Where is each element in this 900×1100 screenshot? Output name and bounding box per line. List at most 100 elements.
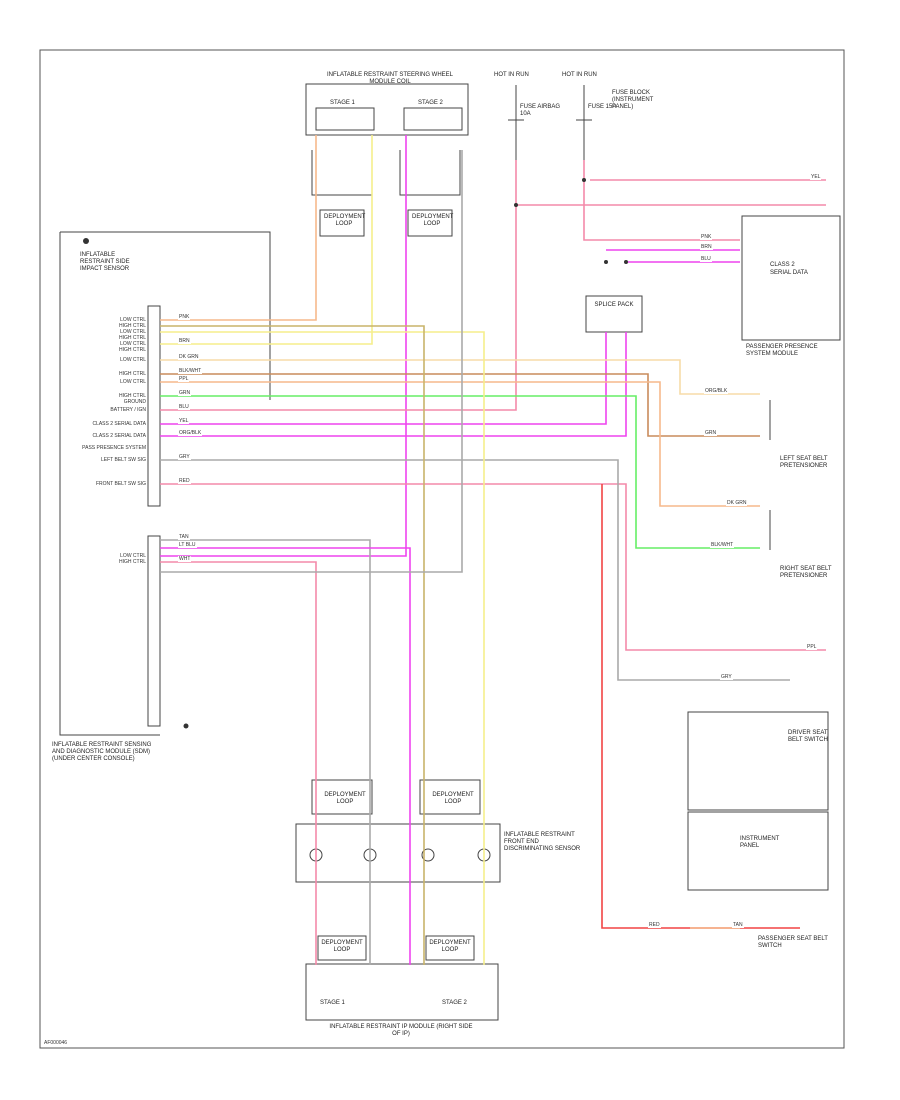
module-pin-label: HIGH CTRL — [119, 371, 146, 377]
wire-color-label: DK GRN — [178, 354, 200, 360]
module-pin-label: HIGH CTRL — [119, 559, 146, 565]
instrument-label: INSTRUMENT PANEL — [740, 836, 780, 849]
wire-color-label: GRN — [178, 390, 192, 396]
wire-color-label: TAN — [732, 922, 744, 928]
wire-color-label: PNK — [700, 234, 713, 240]
lower-loop-label: INFLATABLE RESTRAINT FRONT END DISCRIMIN… — [504, 832, 581, 852]
wire-color-label: PNK — [178, 314, 191, 320]
stage-bottom-2: STAGE 2 — [442, 1000, 467, 1006]
top-connector — [305, 83, 469, 136]
module-pin-label: FRONT BELT SW SIG — [95, 481, 146, 487]
wire-tan-1 — [160, 359, 760, 395]
wire-color-label: PPL — [806, 644, 818, 650]
module-pin-label: LEFT BELT SW SIG — [100, 457, 146, 463]
wire-yellow-2 — [160, 331, 485, 965]
module-pin-label: LOW CTRL — [120, 329, 146, 335]
wire-color-label: ORG/BLK — [178, 430, 203, 436]
fuse-label-2: HOT IN RUN — [562, 72, 597, 78]
module-label: INFLATABLE RESTRAINT SENSING AND DIAGNOS… — [52, 742, 152, 762]
wire-color-label: BLU — [178, 404, 190, 410]
fuse-lines — [508, 85, 592, 160]
module-pin-label: BATTERY / IGN — [110, 407, 146, 413]
bottom-boxes — [295, 779, 501, 1021]
module-pin-label: HIGH CTRL — [119, 347, 146, 353]
wire-magenta-6 — [160, 547, 411, 965]
wire-magenta-5 — [160, 332, 627, 437]
wire-color-label: GRN — [704, 430, 718, 436]
fuse-name-1: FUSE AIRBAG 10A — [520, 104, 561, 117]
wire-orange-2 — [160, 381, 760, 507]
stage-bottom-1: STAGE 1 — [320, 1000, 345, 1006]
wire-pink-5 — [160, 483, 826, 651]
module-pin-label: CLASS 2 SERIAL DATA — [92, 433, 146, 439]
wire-color-label: YEL — [178, 418, 190, 424]
wire-olive-1 — [160, 325, 425, 965]
module-pin-label: HIGH CTRL — [119, 335, 146, 341]
wire-color-label: LT BLU — [178, 542, 197, 548]
wire-pink-1 — [160, 160, 517, 411]
wire-color-label: BRN — [700, 244, 713, 250]
right-belt-label: RIGHT SEAT BELT PRETENSIONER — [780, 566, 832, 579]
wire-yellow-1 — [160, 135, 373, 345]
wire-color-label: TAN — [178, 534, 190, 540]
module-pin-label: GROUND — [123, 399, 146, 405]
right-switch-boxes — [687, 400, 829, 891]
left-side-label: INFLATABLE RESTRAINT SIDE IMPACT SENSOR — [80, 252, 130, 272]
wire-color-label: DK GRN — [726, 500, 748, 506]
deploy-loop-top-2: DEPLOYMENT LOOP — [412, 214, 454, 227]
deploy-bottom-3: DEPLOYMENT LOOP — [321, 940, 363, 953]
diagram-border — [39, 49, 845, 1049]
deploy-bottom-1: DEPLOYMENT LOOP — [324, 792, 366, 805]
splices — [83, 178, 628, 729]
wire-color-label: WHT — [178, 556, 192, 562]
module-pin-label: PASS PRESENCE SYSTEM — [82, 445, 146, 451]
wire-color-label: ORG/BLK — [704, 388, 729, 394]
driver-seat-label: DRIVER SEAT BELT SWITCH — [788, 730, 828, 743]
pass-seat-label: PASSENGER SEAT BELT SWITCH — [758, 936, 828, 949]
stage-top-1: STAGE 1 — [330, 100, 355, 106]
wire-magenta-1 — [160, 135, 407, 557]
wire-red-1 — [601, 484, 800, 929]
wire-color-label: BLU — [700, 256, 712, 262]
wire-color-label: BRN — [178, 338, 191, 344]
wire-brown-1 — [160, 373, 760, 437]
deploy-bottom-2: DEPLOYMENT LOOP — [432, 792, 474, 805]
wire-gray-3 — [160, 150, 463, 573]
wire-pink-2 — [583, 160, 740, 241]
wires — [160, 135, 826, 965]
left-belt-label: LEFT SEAT BELT PRETENSIONER — [780, 456, 828, 469]
deploy-bottom-4: DEPLOYMENT LOOP — [429, 940, 471, 953]
fuse-block-label: FUSE BLOCK (INSTRUMENT PANEL) — [612, 90, 654, 110]
wire-color-label: RED — [178, 478, 191, 484]
wire-color-label: BLK/WHT — [178, 368, 203, 374]
top-label: INFLATABLE RESTRAINT STEERING WHEEL MODU… — [326, 72, 454, 85]
bottom-module-label: INFLATABLE RESTRAINT IP MODULE (RIGHT SI… — [329, 1024, 473, 1037]
wire-color-label: BLK/WHT — [710, 542, 735, 548]
wire-gray-2 — [160, 539, 371, 965]
module-pin-label: CLASS 2 SERIAL DATA — [92, 421, 146, 427]
wire-orange-1 — [160, 135, 317, 321]
module-pin-label: LOW CTRL — [120, 357, 146, 363]
wire-gray-1 — [160, 459, 790, 681]
ppm-label: PASSENGER PRESENCE SYSTEM MODULE — [746, 344, 818, 357]
ppm-sub-2: SERIAL DATA — [770, 270, 808, 276]
deploy-loop-top-1: DEPLOYMENT LOOP — [324, 214, 366, 227]
fuse-name-2: FUSE 15A — [588, 104, 617, 110]
ppm-sub-1: CLASS 2 — [770, 262, 795, 268]
image-code: AF000046 — [44, 1040, 68, 1046]
fuse-label-1: HOT IN RUN — [494, 72, 529, 78]
module-pin-label: LOW CTRL — [120, 317, 146, 323]
wire-green-1 — [160, 395, 760, 549]
wire-color-label: RED — [648, 922, 661, 928]
wire-color-label: GRY — [178, 454, 191, 460]
wire-color-label: GRY — [720, 674, 733, 680]
wire-color-label: YEL — [810, 174, 822, 180]
module-pin-label: LOW CTRL — [120, 553, 146, 559]
stage-top-2: STAGE 2 — [418, 100, 443, 106]
wire-magenta-4 — [160, 332, 607, 425]
module-pin-label: HIGH CTRL — [119, 323, 146, 329]
module-pin-label: LOW CTRL — [120, 341, 146, 347]
module-pin-label: LOW CTRL — [120, 379, 146, 385]
ppm-box — [585, 215, 841, 341]
